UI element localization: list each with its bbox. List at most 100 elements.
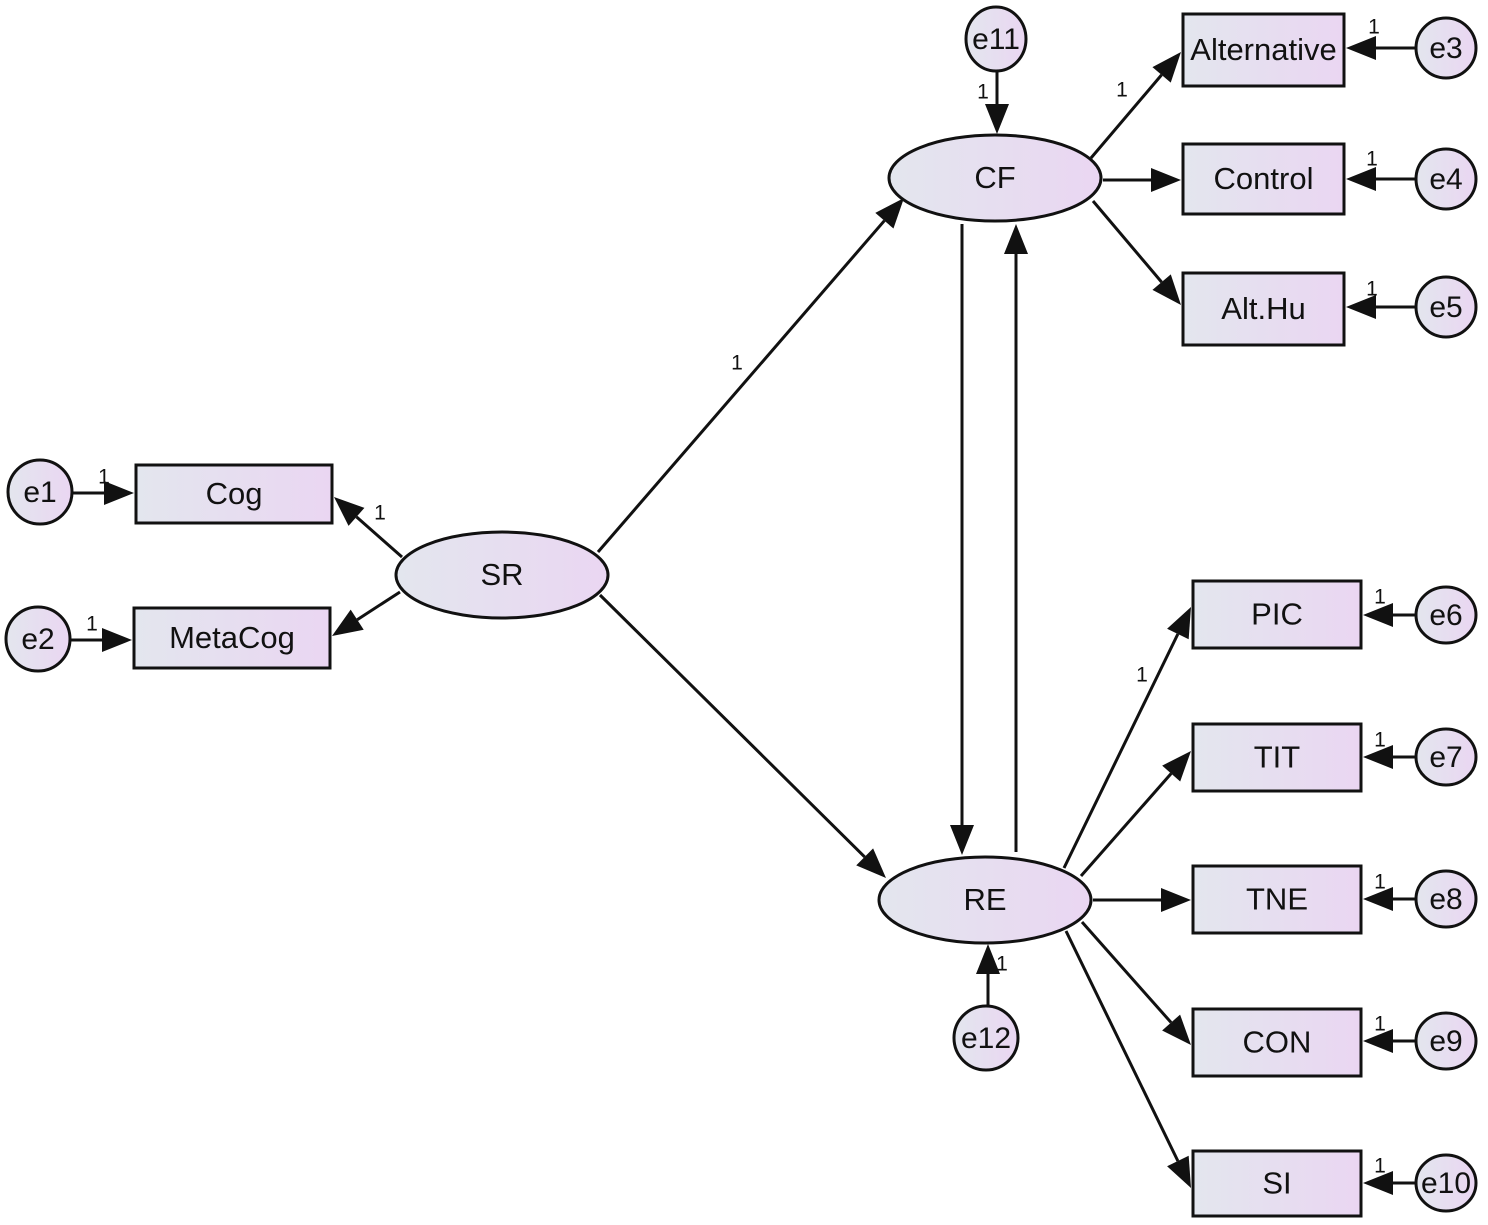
latent-ellipse [394, 530, 610, 620]
path-e12-to-re [976, 944, 1000, 1006]
error-circle [1414, 1153, 1478, 1213]
observed-pic[interactable]: PIC [1191, 579, 1363, 650]
error-circle [6, 458, 74, 526]
path-SR-to-re [598, 593, 886, 878]
path-weight-label: 1 [98, 466, 110, 489]
error-circle [952, 1004, 1020, 1072]
error-circle [4, 605, 72, 673]
node-label: TNE [1246, 882, 1308, 917]
arrowhead-icon [1346, 167, 1376, 191]
path-line [596, 219, 886, 553]
error-e8[interactable]: e8 [1414, 869, 1478, 929]
path-weight-label: 1 [977, 81, 989, 104]
node-label: e6 [1429, 599, 1462, 632]
path-weight-label: 1 [1366, 148, 1378, 171]
path-e6-to-pic [1363, 603, 1416, 627]
node-label: TIT [1254, 740, 1301, 775]
error-circle [1414, 16, 1478, 80]
node-label: e1 [23, 476, 56, 509]
path-e2-to-metacog [70, 628, 132, 652]
path-RE-to-con [1080, 921, 1191, 1045]
path-line [1079, 772, 1173, 877]
error-e1[interactable]: e1 [6, 458, 74, 526]
path-line [1062, 633, 1180, 869]
path-CF-to-alternative [1089, 52, 1181, 159]
arrowhead-icon [104, 481, 134, 505]
error-e9[interactable]: e9 [1414, 1011, 1478, 1071]
arrowhead-icon [1162, 751, 1191, 782]
path-weight-label: 1 [996, 953, 1008, 976]
observed-box [1191, 722, 1363, 793]
observed-si[interactable]: SI [1191, 1149, 1363, 1218]
node-label: MetaCog [169, 620, 295, 655]
node-label: CF [974, 160, 1015, 195]
path-CF-to-re [950, 224, 974, 855]
path-line [1091, 200, 1163, 284]
observed-box [1191, 1007, 1363, 1078]
arrowhead-icon [856, 848, 886, 878]
path-weight-label: 1 [86, 613, 98, 636]
arrowhead-icon [1363, 745, 1393, 769]
error-e7[interactable]: e7 [1414, 727, 1478, 787]
error-e10[interactable]: e10 [1414, 1153, 1478, 1213]
observed-tit[interactable]: TIT [1191, 722, 1363, 793]
observed-metacog[interactable]: MetaCog [132, 606, 332, 670]
arrowhead-icon [1167, 1155, 1191, 1188]
path-RE-to-tne [1093, 888, 1191, 912]
node-label: e12 [961, 1022, 1011, 1055]
error-e6[interactable]: e6 [1414, 585, 1478, 645]
observed-box [1181, 271, 1346, 347]
latent-ellipse [877, 855, 1093, 945]
observed-alternative[interactable]: Alternative [1181, 12, 1346, 88]
path-line [1064, 930, 1180, 1162]
arrowhead-icon [976, 944, 1000, 974]
node-label: e3 [1429, 32, 1462, 65]
path-weight-label: 1 [1374, 871, 1386, 894]
path-RE-to-cf [1004, 224, 1028, 852]
observed-tne[interactable]: TNE [1191, 864, 1363, 935]
node-label: e10 [1421, 1167, 1471, 1200]
path-e5-to-althu [1346, 295, 1416, 319]
error-e12[interactable]: e12 [952, 1004, 1020, 1072]
latent-cf[interactable]: CF [887, 133, 1103, 223]
path-weight-label: 1 [731, 352, 743, 375]
error-e3[interactable]: e3 [1414, 16, 1478, 80]
arrowhead-icon [1346, 295, 1376, 319]
arrowhead-icon [1004, 224, 1028, 254]
node-label: PIC [1251, 597, 1303, 632]
node-label: e4 [1429, 163, 1462, 196]
path-weight-label: 1 [1136, 664, 1148, 687]
arrowhead-icon [102, 628, 132, 652]
error-e5[interactable]: e5 [1414, 275, 1478, 339]
observed-control[interactable]: Control [1181, 142, 1346, 216]
error-e2[interactable]: e2 [4, 605, 72, 673]
node-label: CON [1243, 1025, 1312, 1060]
path-e9-to-con [1363, 1029, 1416, 1053]
error-e4[interactable]: e4 [1414, 147, 1478, 211]
observed-box [1181, 12, 1346, 88]
observed-cog[interactable]: Cog [134, 463, 334, 525]
path-SR-to-cog [334, 497, 403, 559]
error-circle [1414, 1011, 1478, 1071]
node-label: RE [963, 882, 1006, 917]
node-label: SR [480, 557, 523, 592]
latent-ellipse [887, 133, 1103, 223]
observed-con[interactable]: CON [1191, 1007, 1363, 1078]
node-label: Cog [206, 476, 263, 511]
latent-re[interactable]: RE [877, 855, 1093, 945]
observed-althu[interactable]: Alt.Hu [1181, 271, 1346, 347]
observed-box [1191, 1149, 1363, 1218]
node-label: Alt.Hu [1221, 291, 1305, 326]
error-e11[interactable]: e11 [964, 5, 1028, 73]
arrowhead-icon [875, 198, 904, 229]
latent-sr[interactable]: SR [394, 530, 610, 620]
node-label: e9 [1429, 1025, 1462, 1058]
path-line [356, 590, 401, 621]
arrowhead-icon [1152, 274, 1181, 305]
path-RE-to-si [1064, 930, 1191, 1188]
node-label: Alternative [1190, 32, 1336, 67]
arrowhead-icon [1151, 168, 1181, 192]
path-weight-label: 1 [1368, 16, 1380, 39]
arrowhead-icon [1162, 1014, 1191, 1045]
